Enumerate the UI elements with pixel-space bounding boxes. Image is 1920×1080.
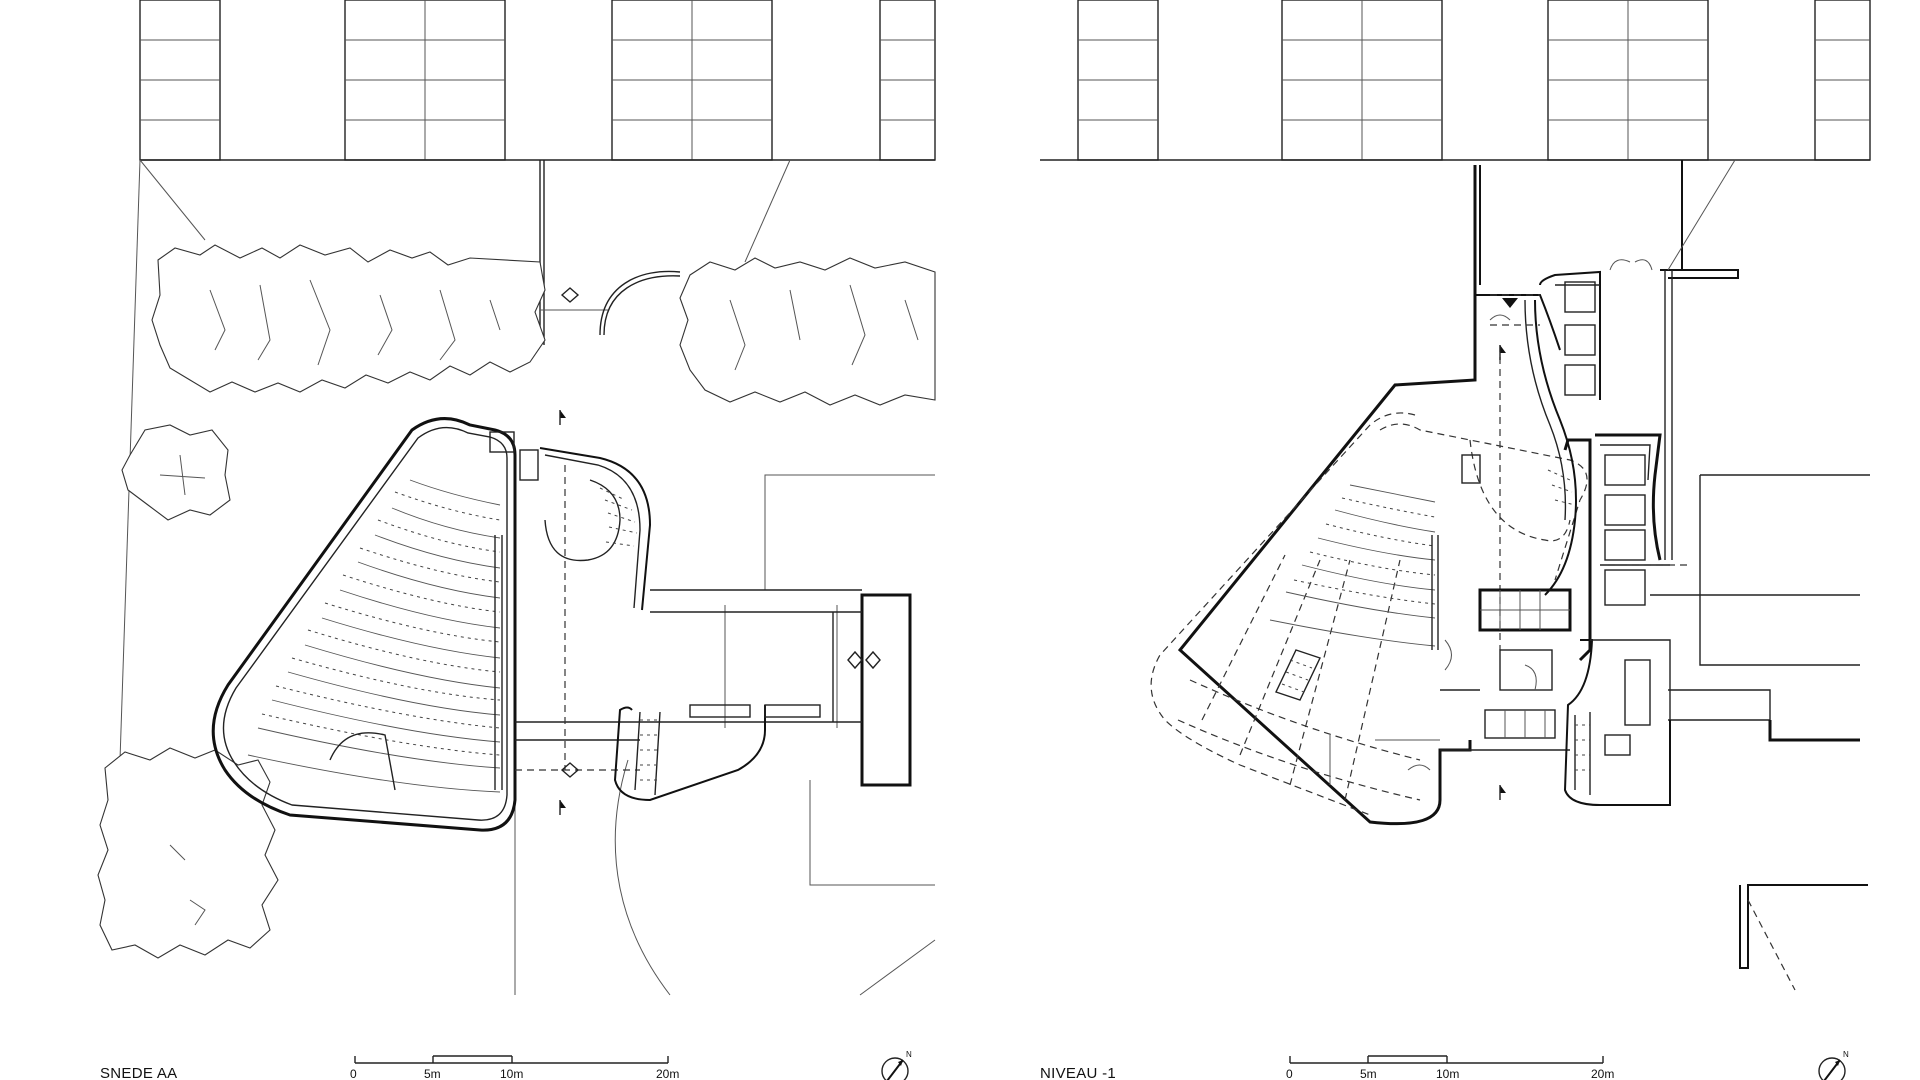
north-arrow-icon: N [881, 1050, 912, 1080]
scale-label-10m: 10m [1436, 1067, 1459, 1080]
scale-bar-left: 0 5m 10m 20m [350, 1055, 679, 1080]
section-marker-icon [559, 410, 566, 815]
scale-label-5m: 5m [1360, 1067, 1377, 1080]
scale-bar-right: 0 5m 10m 20m [1286, 1055, 1614, 1080]
service-block [1563, 270, 1690, 806]
foyer-left [515, 447, 862, 802]
scale-label-20m: 20m [656, 1067, 679, 1080]
scale-label-0: 0 [1286, 1067, 1293, 1080]
north-label-right: N [1843, 1050, 1849, 1059]
panel-niveau-min-1: NIVEAU -1 0 5m 10m 20m N [1040, 0, 1871, 1080]
tree-group-left [97, 244, 936, 959]
entrance-arrow-icon [1502, 298, 1518, 308]
panel-title-right: NIVEAU -1 [1040, 1065, 1116, 1080]
auditorium-left [211, 417, 539, 832]
building-facade-right [1040, 0, 1871, 161]
auditorium-basement [1150, 412, 1588, 816]
scale-label-10m: 10m [500, 1067, 523, 1080]
door-swings [1407, 259, 1653, 771]
section-marker-icon [1499, 345, 1506, 800]
scale-label-20m: 20m [1591, 1067, 1614, 1080]
north-label-left: N [906, 1050, 912, 1059]
north-arrow-icon: N [1818, 1050, 1849, 1080]
building-facade-left [139, 0, 936, 161]
entrance-arrow-icon [560, 287, 881, 778]
basement-walls [1177, 159, 1870, 991]
scale-label-0: 0 [350, 1067, 357, 1080]
site-lines-left [119, 159, 936, 996]
panel-snede-aa: SNEDE AA 0 5m 10m 20m N [97, 0, 936, 1080]
scale-label-5m: 5m [424, 1067, 441, 1080]
panel-title-left: SNEDE AA [100, 1065, 177, 1080]
central-corridor [1440, 270, 1601, 751]
